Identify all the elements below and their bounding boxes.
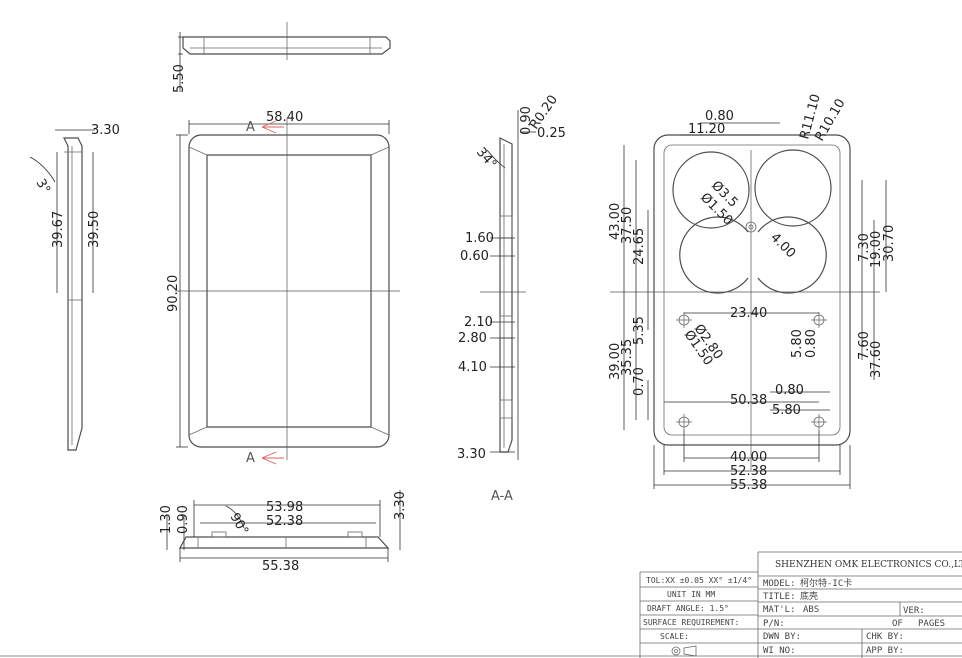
surface-requirement: SURFACE REQUIREMENT: bbox=[643, 618, 739, 627]
dim-in-730: 7.30 bbox=[857, 233, 872, 262]
dim-side-h1: 39.67 bbox=[51, 211, 66, 248]
dim-in-580a: 5.80 bbox=[790, 329, 805, 358]
dim-sec-090: 0.90 bbox=[519, 106, 534, 135]
section-marker-bottom: A bbox=[246, 451, 255, 466]
dim-sec-025: 0.25 bbox=[537, 126, 566, 141]
dim-in-1120: 11.20 bbox=[688, 122, 725, 137]
dim-in-580b: 5.80 bbox=[772, 403, 801, 418]
dim-sec-160: 1.60 bbox=[465, 231, 494, 246]
material-label: MAT'L: bbox=[763, 605, 796, 615]
dim-in-5238: 52.38 bbox=[730, 464, 767, 479]
version-label: VER: bbox=[903, 606, 925, 616]
dim-side-angle: 3° bbox=[33, 177, 53, 197]
dim-in-2340: 23.40 bbox=[730, 306, 767, 321]
draft-angle: DRAFT ANGLE: 1.5° bbox=[647, 604, 729, 613]
dim-in-4300: 43.00 bbox=[608, 203, 623, 240]
dim-bottom-h1: 1.30 bbox=[159, 505, 174, 534]
dim-in-5038: 50.38 bbox=[730, 393, 767, 408]
front-view: 58.40 90.20 A A bbox=[166, 110, 400, 466]
pages-label: PAGES bbox=[918, 619, 945, 629]
projection-symbol bbox=[671, 645, 697, 657]
dim-in-4000: 40.00 bbox=[730, 450, 767, 465]
section-caption: A-A bbox=[491, 489, 513, 504]
model-label: MODEL: bbox=[763, 579, 796, 589]
dim-in-080b: 0.80 bbox=[775, 383, 804, 398]
scale-label: SCALE: bbox=[660, 632, 689, 641]
interior-view: 0.80 11.20 R11.10 R10.10 43.00 37.50 24.… bbox=[608, 92, 897, 493]
side-view: 3.30 39.67 39.50 3° bbox=[29, 123, 120, 451]
dim-sec-060: 0.60 bbox=[460, 249, 489, 264]
section-marker-top: A bbox=[246, 120, 255, 135]
dwn-label: DWN BY: bbox=[763, 632, 801, 642]
dim-sec-210: 2.10 bbox=[464, 315, 493, 330]
dim-in-3535: 35.35 bbox=[620, 339, 635, 376]
dim-in-3750: 37.50 bbox=[620, 207, 635, 244]
dim-bottom-w3: 55.38 bbox=[262, 559, 299, 574]
section-view: 0.90 R0.20 0.25 34° 1.60 0.60 2.10 2.80 … bbox=[457, 93, 566, 504]
dim-side-h2: 39.50 bbox=[87, 211, 102, 248]
wi-label: WI NO: bbox=[763, 646, 796, 656]
pn-label: P/N: bbox=[763, 619, 785, 629]
model-value: 柯尔特-IC卡 bbox=[800, 577, 852, 589]
dim-in-080a: 0.80 bbox=[804, 329, 819, 358]
dim-in-3070: 30.70 bbox=[882, 225, 897, 262]
dim-in-070: 0.70 bbox=[632, 367, 647, 396]
dim-bottom-angle: 90° bbox=[227, 511, 252, 538]
of-label: OF bbox=[892, 619, 903, 629]
dim-in-760: 7.60 bbox=[857, 331, 872, 360]
dim-in-3760: 37.60 bbox=[869, 341, 884, 378]
dim-in-2465: 24.65 bbox=[632, 228, 647, 265]
title-block: SHENZHEN OMK ELECTRONICS CO.,LTD TOL:XX … bbox=[0, 551, 962, 658]
dim-in-3900: 39.00 bbox=[608, 343, 623, 380]
top-view: 5.50 bbox=[172, 22, 391, 93]
dim-sec-330: 3.30 bbox=[457, 447, 486, 462]
dim-in-080-top: 0.80 bbox=[705, 109, 734, 124]
screw-boss-3 bbox=[676, 414, 692, 430]
dim-bottom-w2: 52.38 bbox=[266, 514, 303, 529]
dim-bottom-w1: 53.98 bbox=[266, 500, 303, 515]
dim-bottom-h2: 0.90 bbox=[176, 505, 191, 534]
dim-side-lip: 3.30 bbox=[91, 123, 120, 138]
screw-boss-2 bbox=[811, 312, 827, 328]
unit: UNIT IN MM bbox=[667, 590, 715, 599]
chk-label: CHK BY: bbox=[866, 632, 904, 642]
dim-bottom-h3: 3.30 bbox=[393, 491, 408, 520]
dim-sec-410: 4.10 bbox=[458, 360, 487, 375]
dim-in-5538: 55.38 bbox=[730, 478, 767, 493]
dim-in-535: 5.35 bbox=[632, 316, 647, 345]
dim-top-thickness: 5.50 bbox=[172, 64, 187, 93]
dim-in-1900: 19.00 bbox=[869, 231, 884, 268]
company-name: SHENZHEN OMK ELECTRONICS CO.,LTD bbox=[775, 560, 962, 570]
app-label: APP BY: bbox=[866, 646, 904, 656]
title-value: 底壳 bbox=[800, 590, 818, 602]
dim-sec-280: 2.80 bbox=[458, 331, 487, 346]
dim-in-400: 4.00 bbox=[767, 230, 798, 261]
title-label: TITLE: bbox=[763, 592, 796, 602]
screw-boss-4 bbox=[811, 414, 827, 430]
screw-boss-1 bbox=[676, 312, 692, 328]
material-value: ABS bbox=[803, 605, 819, 615]
tolerance: TOL:XX ±0.05 XX° ±1/4° bbox=[646, 576, 752, 585]
dim-sec-angle: 34° bbox=[473, 145, 499, 172]
dim-front-height: 90.20 bbox=[166, 275, 181, 312]
bottom-view: 53.98 52.38 55.38 1.30 0.90 3.30 90° bbox=[159, 490, 408, 574]
